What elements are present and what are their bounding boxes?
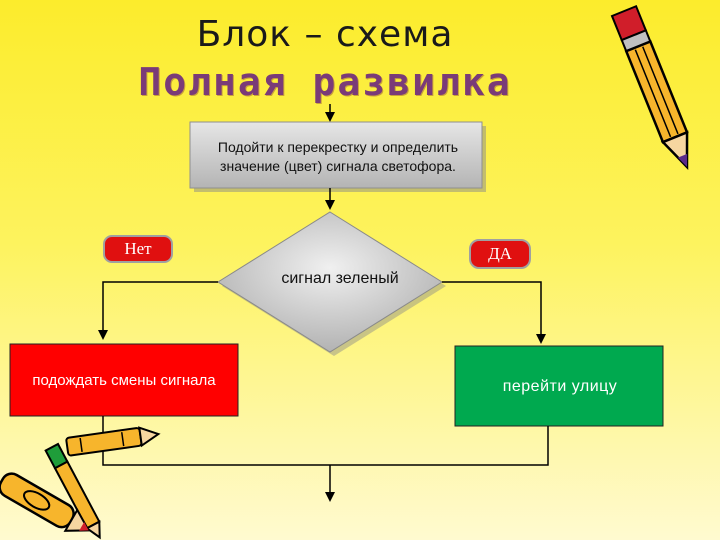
start-box [189,121,483,189]
yes-action-text: перейти улицу [502,378,618,395]
page-subtitle: Полная развилка [138,60,512,104]
arrow-yes-branch [442,281,546,344]
yes-action-box [454,345,664,427]
yes-label: ДА [488,244,512,263]
condition-text: сигнал зеленый [281,270,399,287]
condition-diamond [217,211,443,353]
no-badge [103,235,173,263]
crayons-icon [0,426,161,540]
page-title: Блок – схема [196,14,454,55]
no-action-text: подождать смены сигнала [32,371,216,389]
start-box-text: Подойти к перекрестку и определить значе… [217,139,459,174]
yes-badge [469,239,531,269]
arrow-no-branch [98,281,218,340]
pencil-icon [610,4,689,170]
no-action-box [9,343,239,417]
no-label: Нет [124,239,152,258]
